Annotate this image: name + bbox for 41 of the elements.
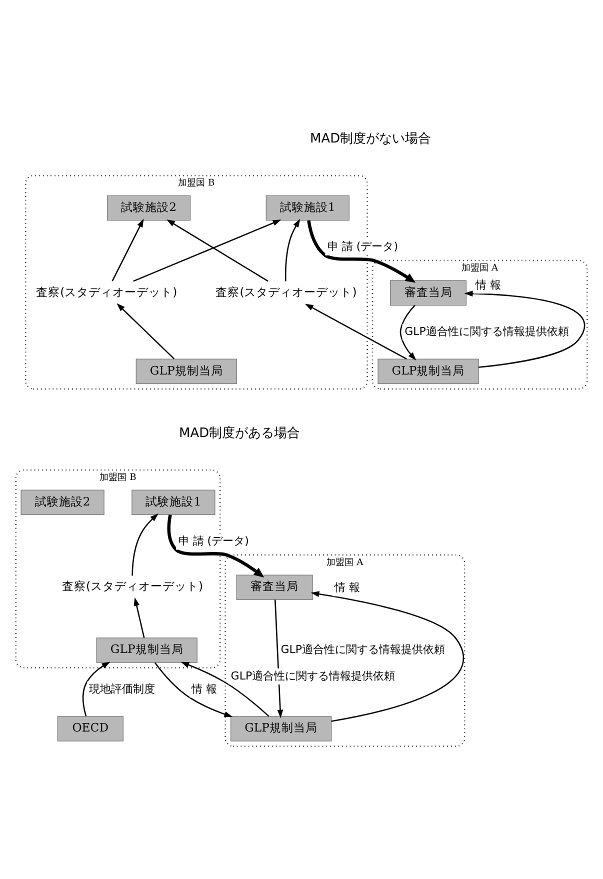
arrow	[112, 218, 144, 282]
arrow	[307, 220, 416, 283]
arrow	[180, 662, 270, 717]
node-text: 査察(スタディオーデット)	[62, 579, 204, 594]
arrow	[133, 220, 282, 282]
arrow	[464, 290, 585, 368]
node-box: GLP規制当局	[136, 358, 237, 384]
edge-label: GLP適合性に関する情報提供依頼	[230, 669, 396, 682]
edge-label: 申 請 (データ)	[178, 534, 249, 548]
edge-label: 情 報	[192, 682, 218, 696]
node-text: 査察(スタディオーデット)	[216, 284, 357, 299]
arrow	[134, 597, 145, 638]
edge-label: 情 報	[334, 581, 360, 594]
node-box: GLP規制当局	[378, 358, 479, 384]
node-box: GLP規制当局	[96, 638, 198, 663]
edge-label: GLP適合性に関する情報提供依頼	[280, 643, 446, 656]
arrow	[154, 662, 233, 718]
arrow	[167, 514, 264, 578]
arrow	[166, 219, 268, 282]
arrow	[400, 304, 416, 361]
arrow	[310, 591, 464, 722]
edge-label: 申 請 (データ)	[327, 240, 398, 254]
arrow	[82, 662, 110, 716]
node-box: GLP規制当局	[230, 716, 332, 742]
node-box: 試験施設2	[106, 195, 191, 221]
edge-label: GLP適合性に関する情報提供依頼	[404, 325, 569, 338]
node-text: 査察(スタディオーデット)	[36, 284, 178, 299]
node-box: OECD	[57, 716, 124, 742]
arrow	[304, 304, 407, 360]
node-box: 試験施設1	[266, 195, 350, 221]
label: MAD制度がある場合	[179, 426, 300, 441]
node-box: 試験施設2	[20, 490, 104, 516]
node-box: 審査当局	[236, 574, 313, 600]
arrow	[116, 303, 175, 360]
label: MAD制度がない場合	[310, 132, 432, 147]
edge-label: 情 報	[475, 278, 501, 292]
arrow	[284, 218, 300, 282]
node-box: 審査当局	[390, 280, 467, 306]
edge-label: 現地評価制度	[89, 682, 156, 696]
node-box: 試験施設1	[132, 490, 216, 516]
arrow	[132, 513, 158, 576]
